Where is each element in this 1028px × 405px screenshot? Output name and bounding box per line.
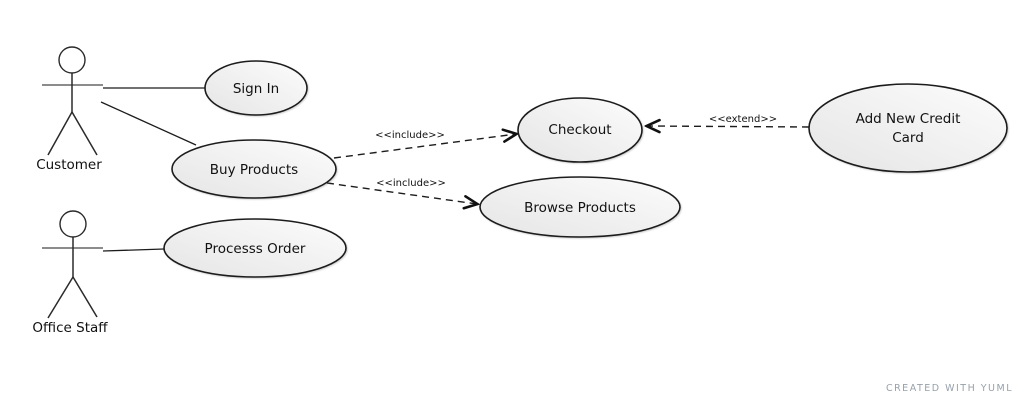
usecase-add-new-credit-card-label-line2: Card [892, 130, 924, 146]
usecase-checkout-shape [517, 97, 643, 163]
usecase-sign-in-label: Sign In [233, 81, 279, 97]
stereotype-include-checkout: <<include>> [375, 130, 445, 141]
created-with-yuml-watermark: CREATED WITH YUML [886, 383, 1013, 394]
usecase-buy-products-shape [171, 139, 337, 199]
actor-customer-label: Customer [36, 157, 102, 173]
usecase-checkout: Checkout [517, 97, 643, 163]
usecase-browse-products: Browse Products [479, 176, 681, 238]
usecase-browse-products-shape [479, 176, 681, 238]
usecase-browse-products-label: Browse Products [524, 200, 636, 216]
association-customer-buyproducts [100, 101, 197, 146]
actor-office-staff-right-leg [72, 276, 98, 318]
actor-customer-left-leg [47, 111, 73, 156]
association-officestaff-processorder [102, 248, 165, 252]
usecase-add-new-credit-card-shape [808, 83, 1008, 173]
include-arrow-buyproducts-browseproducts [326, 182, 477, 204]
usecase-buy-products-label: Buy Products [210, 162, 298, 178]
usecase-processs-order-label: Processs Order [205, 241, 306, 257]
actor-office-staff-head [59, 210, 87, 238]
stereotype-extend: <<extend>> [709, 114, 777, 125]
usecase-sign-in-shape [204, 60, 308, 116]
actor-office-staff-left-leg [47, 276, 74, 319]
usecase-add-new-credit-card-label-line1: Add New Credit [856, 111, 961, 127]
usecase-checkout-label: Checkout [548, 122, 611, 138]
usecase-sign-in: Sign In [204, 60, 308, 116]
actor-customer: Customer [36, 46, 103, 173]
actor-customer-right-leg [71, 111, 98, 156]
extend-arrow-addcreditcard-checkout [647, 126, 810, 127]
usecase-processs-order-shape [163, 218, 347, 278]
actor-customer-head [58, 46, 86, 74]
actor-office-staff: Office Staff [32, 210, 108, 336]
usecase-processs-order: Processs Order [163, 218, 347, 278]
usecase-add-new-credit-card: Add New Credit Card [808, 83, 1008, 173]
actor-office-staff-label: Office Staff [32, 320, 108, 336]
stereotype-include-browse: <<include>> [376, 178, 446, 189]
include-arrow-buyproducts-checkout [333, 134, 516, 159]
usecase-buy-products: Buy Products [171, 139, 337, 199]
